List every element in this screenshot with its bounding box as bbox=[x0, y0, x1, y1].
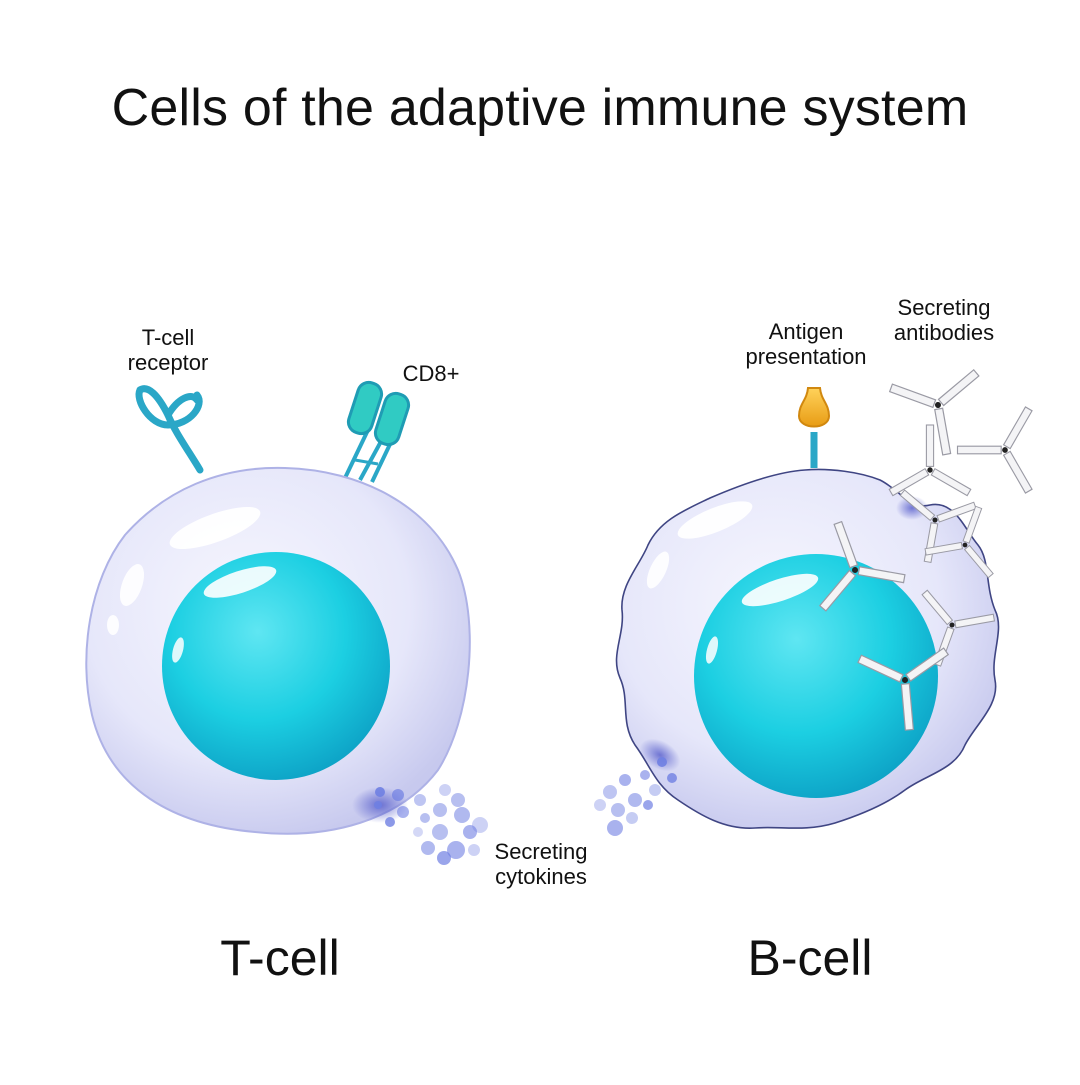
cytokine-dot bbox=[611, 803, 625, 817]
antibody-icon bbox=[857, 647, 950, 731]
cytokine-dot bbox=[392, 789, 404, 801]
cytokine-dot bbox=[385, 817, 395, 827]
cytokine-particles bbox=[374, 757, 677, 865]
cytokine-dot bbox=[454, 807, 470, 823]
cytokine-dot bbox=[626, 812, 638, 824]
t-cell-nucleus bbox=[162, 552, 390, 780]
cytokine-dot bbox=[374, 801, 382, 809]
cytokine-dot bbox=[657, 757, 667, 767]
cytokine-dot bbox=[628, 793, 642, 807]
cytokine-dot bbox=[640, 770, 650, 780]
antibody-icon bbox=[818, 520, 906, 612]
cd8-coreceptor-icon bbox=[343, 380, 411, 483]
t-cell bbox=[85, 380, 471, 835]
cytokine-dot bbox=[420, 813, 430, 823]
cytokine-dot bbox=[439, 784, 451, 796]
cytokine-dot bbox=[432, 824, 448, 840]
cytokine-dot bbox=[447, 841, 465, 859]
antibodies bbox=[818, 368, 1033, 731]
cytokine-dot bbox=[468, 844, 480, 856]
cytokine-dot bbox=[397, 806, 409, 818]
b-cell bbox=[615, 368, 1033, 829]
secreting-antibodies-label: Secreting antibodies bbox=[893, 295, 995, 345]
page-title: Cells of the adaptive immune system bbox=[111, 79, 969, 137]
antibody-icon bbox=[888, 368, 980, 456]
cytokine-dot bbox=[451, 793, 465, 807]
cytokine-dot bbox=[414, 794, 426, 806]
antibody-icon bbox=[888, 424, 972, 497]
cytokine-dot bbox=[649, 784, 661, 796]
cytokine-dot bbox=[607, 820, 623, 836]
antibody-icon bbox=[921, 589, 996, 667]
b-cell-nucleus bbox=[694, 554, 938, 798]
cytokine-dot bbox=[433, 803, 447, 817]
antigen-presentation-icon bbox=[797, 387, 831, 468]
highlight bbox=[169, 506, 261, 550]
cytokine-dot bbox=[413, 827, 423, 837]
cytokine-dot bbox=[463, 825, 477, 839]
t-cell-receptor-label: T-cell receptor bbox=[127, 325, 209, 375]
cytokine-dot bbox=[619, 774, 631, 786]
b-cell-name: B-cell bbox=[747, 930, 873, 986]
cytokine-dot bbox=[603, 785, 617, 799]
cytokine-dot bbox=[421, 841, 435, 855]
cytokine-dot bbox=[375, 787, 385, 797]
t-cell-receptor-icon bbox=[135, 385, 204, 474]
cytokine-dot bbox=[667, 773, 677, 783]
antigen-presentation-label: Antigen presentation bbox=[745, 319, 867, 369]
antibody-icon bbox=[956, 406, 1033, 494]
antibody-icon bbox=[924, 505, 994, 579]
secreting-cytokines-label: Secreting cytokines bbox=[494, 839, 588, 889]
cytokine-dot bbox=[594, 799, 606, 811]
cd8-label: CD8+ bbox=[402, 361, 460, 386]
cytokine-dot bbox=[643, 800, 653, 810]
t-cell-name: T-cell bbox=[220, 930, 340, 986]
cytokine-dot bbox=[437, 851, 451, 865]
